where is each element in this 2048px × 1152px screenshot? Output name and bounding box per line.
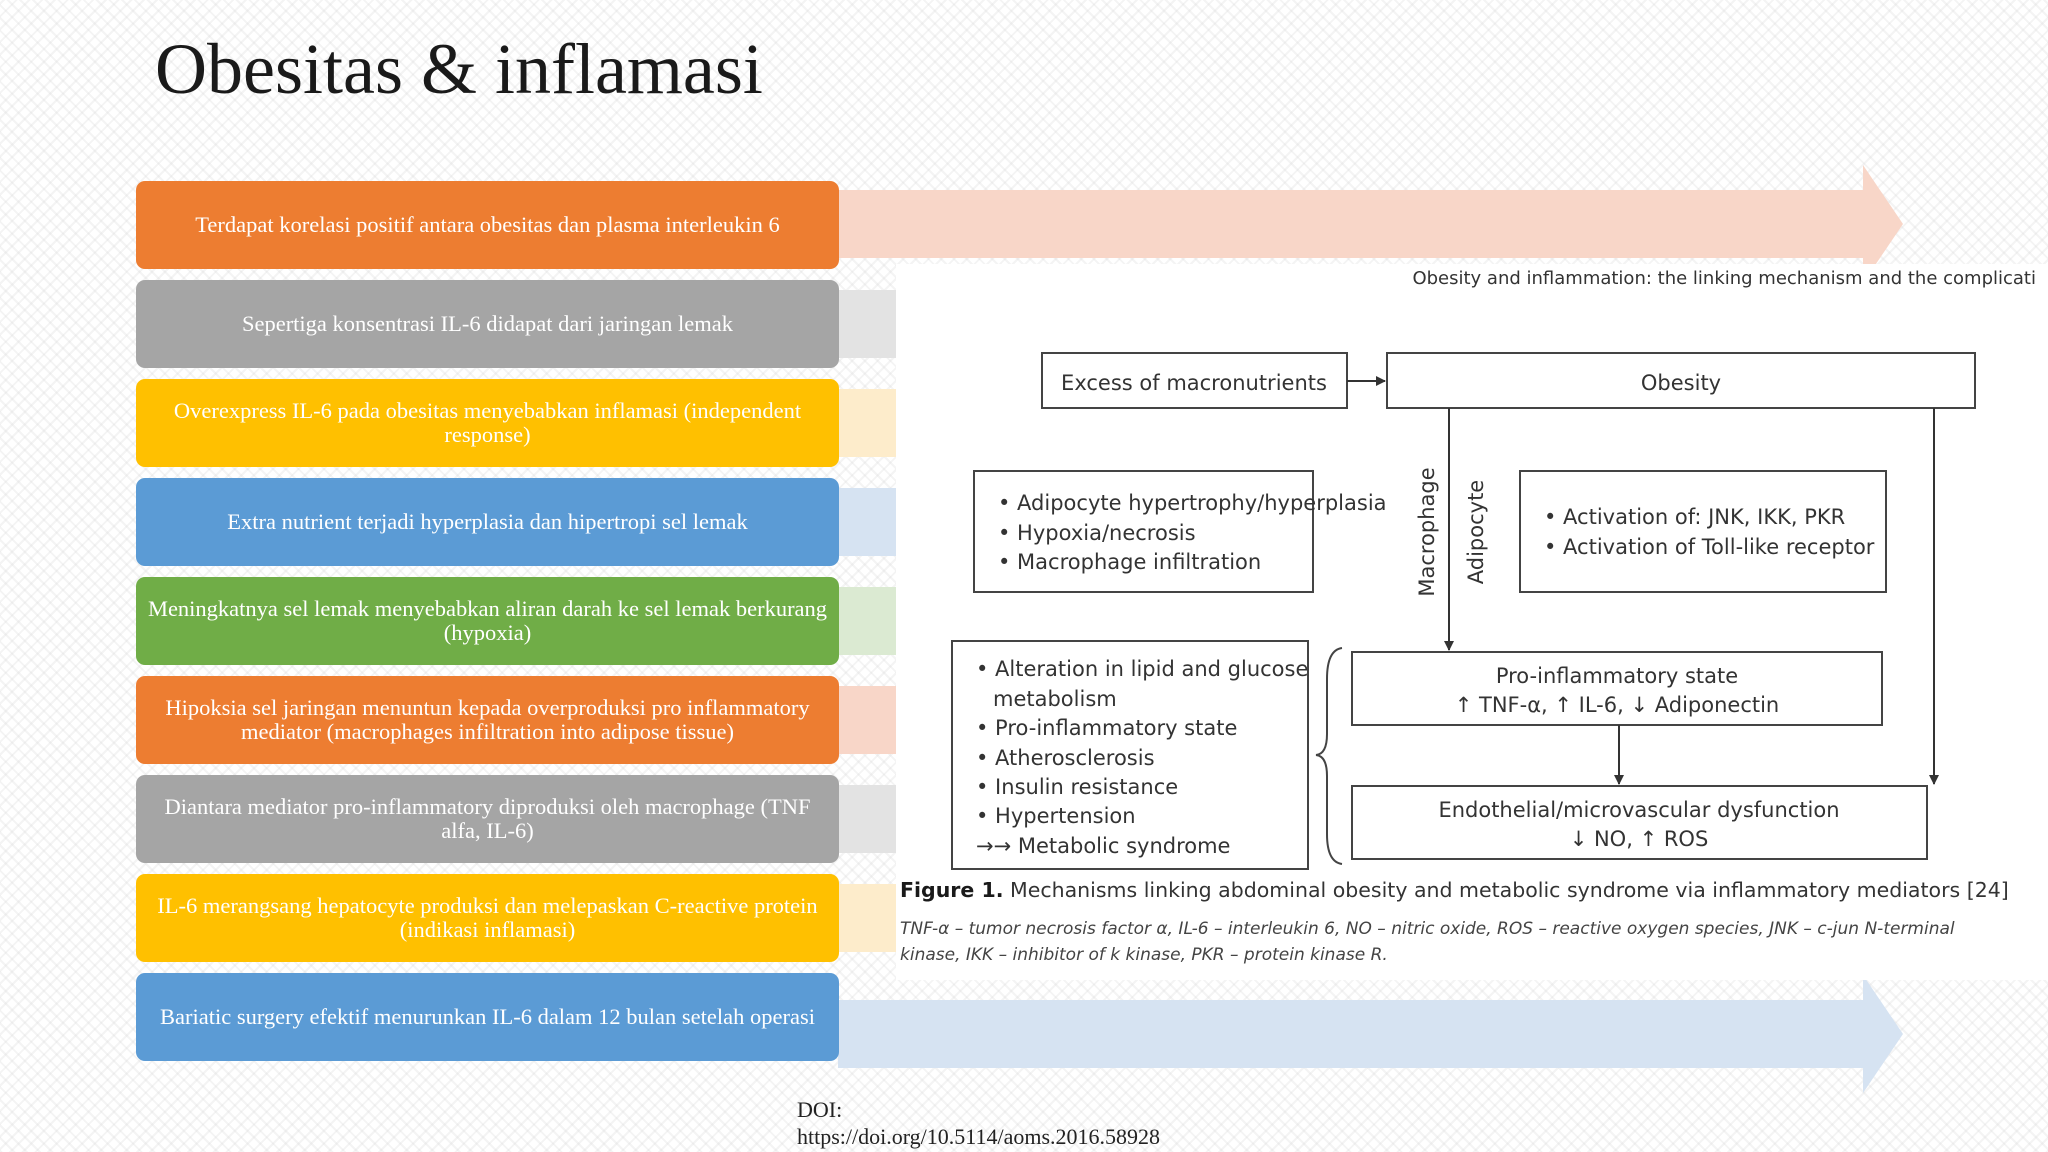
figure-header: Obesity and inflammation: the linking me…	[1412, 268, 2036, 289]
endothelial-sub: ↓ NO, ↑ ROS	[1570, 827, 1709, 851]
activation-box	[1519, 470, 1887, 593]
stripe-4	[838, 488, 896, 556]
consequence-line-7: →→ Metabolic syndrome	[976, 834, 1230, 858]
brace	[1315, 647, 1343, 865]
consequence-line-4: • Atherosclerosis	[976, 746, 1155, 770]
stripe-3	[838, 389, 896, 457]
list-item-text: Sepertiga konsentrasi IL-6 didapat dari …	[241, 311, 734, 336]
list-item-text: Bariatic surgery efektif menurunkan IL-6…	[160, 1004, 815, 1029]
consequence-line-2: metabolism	[993, 687, 1117, 711]
doi-label: DOI:	[797, 1097, 843, 1122]
list-item-6: Hipoksia sel jaringan menuntun kepada ov…	[136, 676, 839, 764]
list-item-9: Bariatic surgery efektif menurunkan IL-6…	[136, 973, 839, 1061]
doi-reference: DOI: https://doi.org/10.5114/aoms.2016.5…	[797, 1096, 1160, 1150]
adipocyte-line-1: • Adipocyte hypertrophy/hyperplasia	[998, 491, 1387, 515]
activation-line-2: • Activation of Toll-like receptor	[1544, 535, 1875, 559]
adipocyte-label: Adipocyte	[1464, 480, 1488, 584]
activation-line-1: • Activation of: JNK, IKK, PKR	[1544, 505, 1845, 529]
figure-legend-line-2: kinase, IKK – inhibitor of k kinase, PKR…	[900, 945, 1388, 965]
list-item-text: IL-6 merangsang hepatocyte produksi dan …	[157, 893, 818, 942]
endothelial-box	[1351, 785, 1928, 860]
list-item-1: Terdapat korelasi positif antara obesita…	[136, 181, 839, 269]
list-item-4: Extra nutrient terjadi hyperplasia dan h…	[136, 478, 839, 566]
consequence-line-3: • Pro-inflammatory state	[976, 716, 1237, 740]
connector-arrows	[1347, 376, 1939, 785]
list-item-text: Overexpress IL-6 pada obesitas menyebabk…	[173, 398, 802, 447]
endothelial-title: Endothelial/microvascular dysfunction	[1438, 798, 1839, 822]
figure-caption-text: Mechanisms linking abdominal obesity and…	[1010, 878, 2009, 902]
mechanism-figure: Obesity and inflammation: the linking me…	[896, 264, 2048, 980]
obesity-box	[1386, 352, 1976, 409]
list-item-5: Meningkatnya sel lemak menyebabkan alira…	[136, 577, 839, 665]
list-item-3: Overexpress IL-6 pada obesitas menyebabk…	[136, 379, 839, 467]
list-item-text: Diantara mediator pro-inflammatory dipro…	[164, 794, 811, 843]
obesity-label: Obesity	[1641, 371, 1721, 395]
consequence-line-1: • Alteration in lipid and glucose	[976, 657, 1308, 681]
stripe-7	[838, 785, 896, 853]
stripe-5	[838, 587, 896, 655]
consequence-line-6: • Hypertension	[976, 804, 1136, 828]
list-item-text: Hipoksia sel jaringan menuntun kepada ov…	[165, 695, 810, 744]
stripe-8	[838, 884, 896, 952]
adipocyte-line-3: • Macrophage infiltration	[998, 550, 1261, 574]
stripe-2	[838, 290, 896, 358]
excess-label: Excess of macronutrients	[1061, 371, 1327, 395]
list-item-8: IL-6 merangsang hepatocyte produksi dan …	[136, 874, 839, 962]
adipocyte-effects-box	[973, 470, 1314, 593]
proinflammatory-box	[1351, 651, 1883, 726]
proinflammatory-title: Pro-inflammatory state	[1496, 664, 1738, 688]
list-item-text: Terdapat korelasi positif antara obesita…	[195, 212, 780, 237]
figure-legend: TNF-α – tumor necrosis factor α, IL-6 – …	[900, 916, 2040, 968]
figure-caption-label: Figure 1.	[900, 878, 1004, 902]
figure-caption: Figure 1. Mechanisms linking abdominal o…	[900, 878, 2040, 902]
macrophage-label: Macrophage	[1415, 467, 1439, 596]
flow-diagram: Obesity and inflammation: the linking me…	[951, 268, 2036, 870]
stripe-6	[838, 686, 896, 754]
adipocyte-line-2: • Hypoxia/necrosis	[998, 521, 1196, 545]
figure-legend-line-1: TNF-α – tumor necrosis factor α, IL-6 – …	[900, 919, 1955, 939]
list-item-7: Diantara mediator pro-inflammatory dipro…	[136, 775, 839, 863]
list-item-text: Meningkatnya sel lemak menyebabkan alira…	[147, 596, 828, 645]
doi-link[interactable]: https://doi.org/10.5114/aoms.2016.58928	[797, 1124, 1161, 1149]
list-item-text: Extra nutrient terjadi hyperplasia dan h…	[227, 509, 748, 534]
consequences-box	[951, 640, 1309, 870]
slide-title: Obesitas & inflamasi	[155, 29, 763, 109]
list-item-2: Sepertiga konsentrasi IL-6 didapat dari …	[136, 280, 839, 368]
consequence-line-5: • Insulin resistance	[976, 775, 1178, 799]
proinflammatory-sub: ↑ TNF-α, ↑ IL-6, ↓ Adiponectin	[1455, 693, 1780, 717]
